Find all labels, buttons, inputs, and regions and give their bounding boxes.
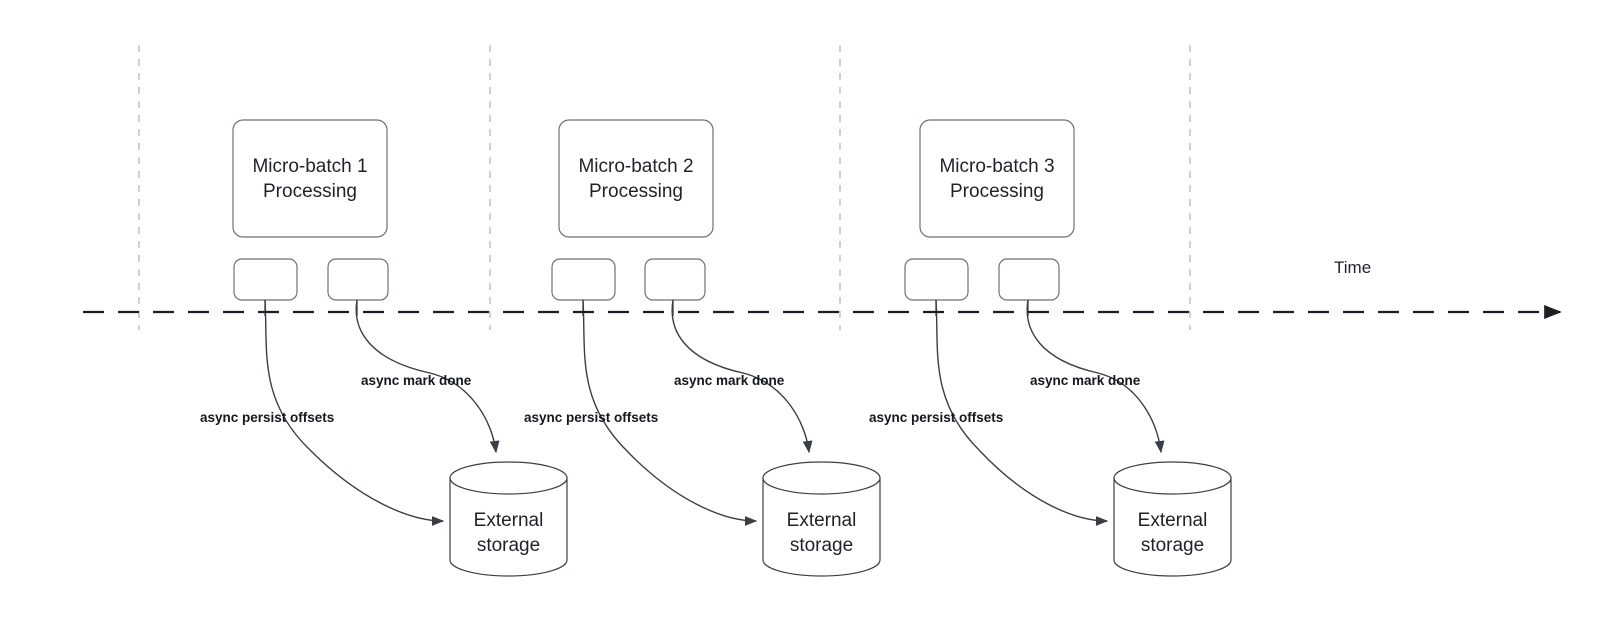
external-storage-2[interactable]: External storage xyxy=(762,461,881,577)
edge-mark-done-2 xyxy=(671,299,813,454)
task-box-persist-2[interactable] xyxy=(551,258,616,301)
cylinder-body-3 xyxy=(1113,478,1232,577)
cylinder-top-2 xyxy=(762,461,881,495)
timeline-axis: Time xyxy=(83,258,1562,320)
micro-batch-label-line1-1: Micro-batch 1 xyxy=(252,156,367,177)
micro-batch-label-line2-1: Processing xyxy=(263,181,357,202)
micro-batch-label-line1-2: Micro-batch 2 xyxy=(578,156,693,177)
task-box-persist-3[interactable] xyxy=(904,258,969,301)
time-axis-label: Time xyxy=(1334,258,1371,277)
external-storage-label-line1-2: External xyxy=(787,510,857,531)
edge-mark-done-2-label: async mark done xyxy=(674,373,785,388)
cylinder-top-1 xyxy=(449,461,568,495)
cylinder-body-2 xyxy=(762,478,881,577)
micro-batch-box-1[interactable] xyxy=(232,119,388,238)
external-storage-label-line2-2: storage xyxy=(790,535,853,556)
micro-batch-box-3[interactable] xyxy=(919,119,1075,238)
task-box-markdone-3[interactable] xyxy=(998,258,1060,301)
external-storage-3[interactable]: External storage xyxy=(1113,461,1232,577)
micro-batch-label-line2-3: Processing xyxy=(950,181,1044,202)
cylinder-body-1 xyxy=(449,478,568,577)
cylinder-top-3 xyxy=(1113,461,1232,495)
external-storage-1[interactable]: External storage xyxy=(449,461,568,577)
edge-persist-offsets-3 xyxy=(935,299,1109,526)
micro-batch-label-line2-2: Processing xyxy=(589,181,683,202)
edge-persist-offsets-3-label: async persist offsets xyxy=(869,410,1003,425)
edge-mark-done-1 xyxy=(355,299,500,454)
task-box-markdone-2[interactable] xyxy=(644,258,706,301)
task-box-markdone-1[interactable] xyxy=(327,258,389,301)
external-storage-label-line1-1: External xyxy=(474,510,544,531)
external-storage-label-line1-3: External xyxy=(1138,510,1208,531)
edge-mark-done-3-label: async mark done xyxy=(1030,373,1141,388)
edge-persist-offsets-2 xyxy=(582,299,758,526)
external-storage-label-line2-3: storage xyxy=(1141,535,1204,556)
edge-mark-done-3 xyxy=(1026,299,1165,454)
edge-persist-offsets-1 xyxy=(264,299,445,526)
edge-persist-offsets-1-label: async persist offsets xyxy=(200,410,334,425)
micro-batch-label-line1-3: Micro-batch 3 xyxy=(939,156,1054,177)
micro-batch-box-2[interactable] xyxy=(558,119,714,238)
edge-persist-offsets-2-label: async persist offsets xyxy=(524,410,658,425)
vertical-guide-lines xyxy=(138,45,1191,330)
edge-mark-done-1-label: async mark done xyxy=(361,373,472,388)
external-storage-label-line2-1: storage xyxy=(477,535,540,556)
task-box-persist-1[interactable] xyxy=(233,258,298,301)
